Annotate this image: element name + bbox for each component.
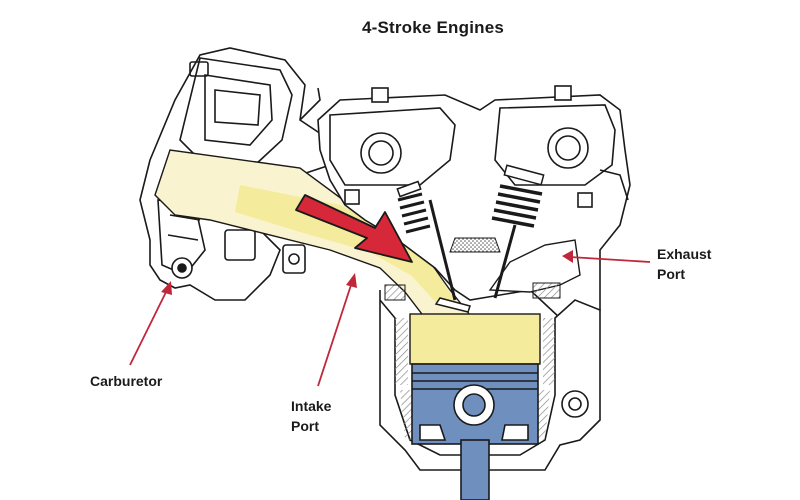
carburetor-pointer [129, 281, 172, 366]
intake-valve [434, 297, 471, 313]
cylinder-charge [409, 313, 541, 365]
intake-port-label: Intake Port [291, 396, 331, 436]
connecting-rod [460, 439, 490, 500]
intake-valve-spring [396, 180, 457, 301]
intake-port-pointer [317, 273, 357, 387]
carburetor-label: Carburetor [90, 371, 162, 391]
exhaust-valve-spring [491, 164, 545, 299]
piston [411, 363, 539, 445]
combustion-chamber-hatch [449, 237, 501, 253]
cylinder-head [317, 85, 631, 319]
carburetor-label-text: Carburetor [90, 373, 163, 389]
diagram-title: 4-Stroke Engines [361, 18, 505, 37]
exhaust-port-label-line1: Exhaust [657, 246, 712, 262]
exhaust-port-label: Exhaust Port [657, 244, 711, 284]
exhaust-port-label-line2: Port [657, 266, 685, 282]
exhaust-port-pointer [562, 250, 651, 263]
intake-port-label-line2: Port [291, 418, 319, 434]
intake-flow-arrow [295, 194, 413, 263]
intake-port-label-line1: Intake [291, 398, 332, 414]
